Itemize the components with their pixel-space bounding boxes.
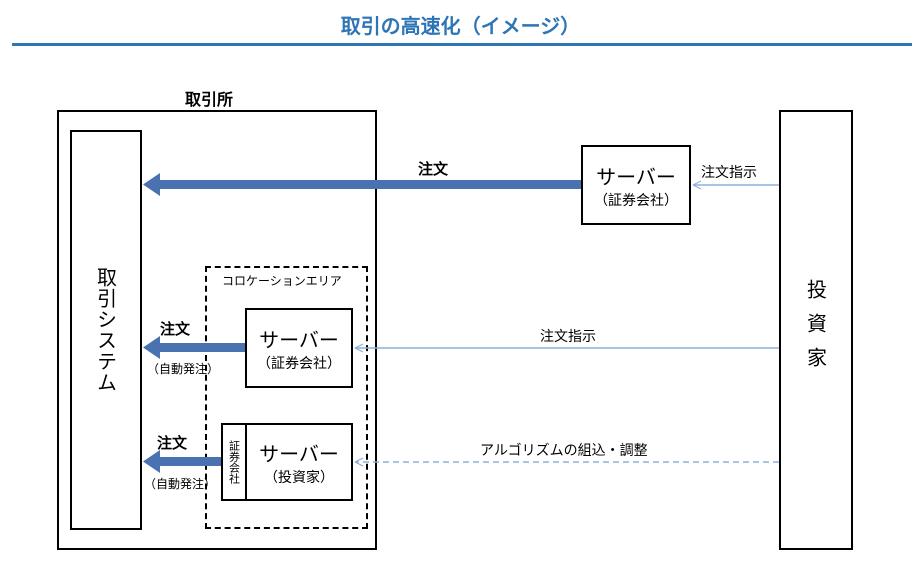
broker-server-sub: （証券会社） [594,192,678,209]
mid-order-label: 注文 [160,320,191,338]
colo-server-broker-title: サーバー [259,327,339,352]
colo-server-broker: サーバー （証券会社） [245,308,353,388]
exchange-label: 取引所 [185,90,234,109]
trading-system-box: 取引システム [70,130,142,530]
colocation-area [205,266,368,529]
mid-order-sub-label: （自動発注） [147,362,220,376]
colo-server-investor-title: サーバー [259,441,339,466]
securities-side-label: 証券会社 [227,440,241,484]
colo-server-investor-sub: （投資家） [264,469,334,486]
order-arrow-top [143,173,581,196]
colo-server-broker-sub: （証券会社） [257,355,341,372]
title-underline [12,43,912,46]
investor-box: 投資家 [779,110,853,550]
order-arrow-mid [143,336,245,359]
top-instruction-label: 注文指示 [701,165,757,181]
page-title: 取引の高速化（イメージ） [340,14,581,38]
top-order-label: 注文 [418,160,449,178]
bottom-order-sub-label: （自動発注） [144,477,217,491]
investor-label: 投資家 [803,279,828,381]
colocation-label: コロケーションエリア [222,274,342,288]
trading-system-label: 取引システム [93,267,118,393]
bottom-instruction-label: アルゴリズムの組込・調整 [480,443,648,459]
broker-server-title: サーバー [596,164,676,189]
colo-server-investor: サーバー （投資家） [245,423,353,501]
bottom-order-label: 注文 [157,434,188,452]
broker-server: サーバー （証券会社） [581,145,691,225]
order-arrow-bottom [143,450,221,473]
mid-instruction-label: 注文指示 [540,329,596,345]
